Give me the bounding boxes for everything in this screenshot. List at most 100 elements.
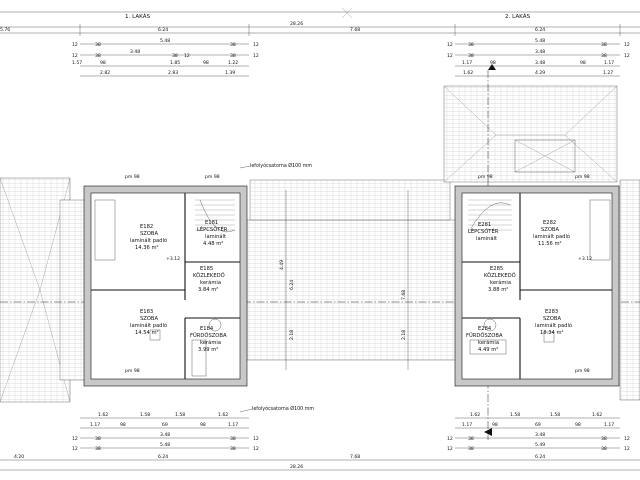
unit1-label: 1. LAKÁS xyxy=(125,13,151,20)
r-r4-a: 1.17 xyxy=(462,60,472,66)
room-E281-name: LÉPCSŐTÉR xyxy=(468,227,499,235)
b-l-r3-a: 12 xyxy=(72,436,78,442)
b-l-r2-b: 98 xyxy=(120,422,126,428)
b-l-r4-a: 12 xyxy=(72,446,78,452)
r-r4-b: 98 xyxy=(490,60,496,66)
l-r5-c: 1.39 xyxy=(225,70,235,76)
b-l-r2-e: 1.17 xyxy=(228,422,238,428)
room-E284-code: E284 xyxy=(478,326,492,332)
room-E182-name: SZOBA xyxy=(140,231,158,237)
l-r4-d: 98 xyxy=(203,60,209,66)
toilet-icon xyxy=(483,318,497,332)
height-mark-right: +3.12 xyxy=(578,256,592,262)
b-r-r3-d: 38 xyxy=(601,436,607,442)
b-r-r1-d: 1.62 xyxy=(592,412,602,418)
downpipe-note-top: lefolyócsatorna Ø100 mm xyxy=(250,162,312,169)
b-r-r2-b: 98 xyxy=(492,422,498,428)
b-r-r1-b: 1.58 xyxy=(510,412,520,418)
room-E183-floor: laminált padló xyxy=(130,322,167,329)
sink-icon xyxy=(543,331,555,343)
unit-1-floor-plan: E182 SZOBA laminált padló 14.36 m² E181 … xyxy=(83,174,248,387)
center-dim-4: 2.18 xyxy=(289,330,295,340)
pm-mark-4: pm 98 xyxy=(478,174,493,180)
l-r3-a: 12 xyxy=(72,53,78,59)
pm-mark-6: pm 98 xyxy=(575,368,590,374)
b-l-r3-c: 3.48 xyxy=(160,432,170,438)
room-E283-area: 18.34 m² xyxy=(540,330,564,336)
b-r-r3-e: 12 xyxy=(624,436,630,442)
r-r2-e: 12 xyxy=(624,42,630,48)
l-r2-e: 12 xyxy=(253,42,259,48)
room-E181-area: 4.48 m² xyxy=(203,241,223,247)
b-l-r4-e: 12 xyxy=(253,446,259,452)
bottom-dimension-chain: 1.62 1.58 1.58 1.62 1.17 98 69 98 1.17 1… xyxy=(0,412,640,471)
room-E184-area: 3.99 m² xyxy=(198,347,218,353)
bathtub-icon xyxy=(469,339,507,355)
b-l-r4-d: 38 xyxy=(230,446,236,452)
b-r-r2-c: 69 xyxy=(535,422,541,428)
b-r-r3-a: 12 xyxy=(447,436,453,442)
room-E185-code: E185 xyxy=(200,266,213,272)
room-E183-code: E183 xyxy=(140,309,153,315)
l-r4-e: 1.22 xyxy=(228,60,238,66)
stair-icon xyxy=(195,199,236,233)
r-r5-a: 1.62 xyxy=(463,70,473,76)
b-r-r4-e: 12 xyxy=(624,446,630,452)
r-r4-d: 98 xyxy=(580,60,586,66)
b-l-r1-b: 1.58 xyxy=(140,412,150,418)
b-r-r4-b: 38 xyxy=(468,446,474,452)
b-r-r4-a: 12 xyxy=(447,446,453,452)
b-r-r2-e: 1.17 xyxy=(604,422,614,428)
r-r5-c: 1.27 xyxy=(603,70,613,76)
unit-2-floor-plan: E282 SZOBA laminált padló 11.56 m² E281 … xyxy=(454,174,620,387)
b-r5-c: 7.68 xyxy=(350,454,360,460)
l-r2-c: 5.48 xyxy=(160,38,170,44)
room-E182-area: 14.36 m² xyxy=(135,245,159,251)
overall-dimension-top: 28.26 xyxy=(290,21,303,27)
center-dim-3: 7.68 xyxy=(401,290,407,300)
b-l-r4-c: 5.48 xyxy=(160,442,170,448)
l-r3-e: 12 xyxy=(184,53,190,59)
b-r5-a: 4.20 xyxy=(14,454,24,460)
bathtub-icon xyxy=(191,339,207,377)
l-r2-a: 12 xyxy=(72,42,78,48)
r-r2-b: 38 xyxy=(468,42,474,48)
pm-mark-1: pm 98 xyxy=(125,174,140,180)
b-l-r2-a: 1.17 xyxy=(90,422,100,428)
height-mark-left: +3.12 xyxy=(166,256,180,262)
top-dim-4: 6.24 xyxy=(535,27,545,33)
room-E283-floor: laminált padló xyxy=(535,322,572,329)
center-height-dims: 4.49 6.24 7.68 2.18 2.18 xyxy=(279,190,409,370)
room-E181-name: LÉPCSŐTÉR xyxy=(197,225,228,233)
b-l-r1-c: 1.58 xyxy=(175,412,185,418)
b-r5-d: 6.24 xyxy=(535,454,545,460)
l-r2-b: 38 xyxy=(95,42,101,48)
room-E185-name: KÖZLEKEDŐ xyxy=(193,272,225,279)
r-r3-a: 12 xyxy=(447,53,453,59)
room-E184-name: FÜRDŐSZOBA xyxy=(190,332,227,339)
b-l-r3-b: 38 xyxy=(95,436,101,442)
l-r3-c: 3.48 xyxy=(130,49,140,55)
b-l-r1-a: 1.62 xyxy=(98,412,108,418)
b-r-r1-c: 1.58 xyxy=(550,412,560,418)
top-dim-2: 6.24 xyxy=(158,27,168,33)
pm-mark-3: pm 98 xyxy=(125,368,140,374)
section-marker-icon xyxy=(488,64,496,70)
top-dim-1: 5.76 xyxy=(0,27,10,33)
b-r-r4-c: 5.49 xyxy=(535,442,545,448)
r-r2-d: 38 xyxy=(601,42,607,48)
b-l-r2-d: 98 xyxy=(200,422,206,428)
room-E181-code: E181 xyxy=(205,220,218,226)
r-r4-e: 1.17 xyxy=(604,60,614,66)
l-r5-a: 2.82 xyxy=(100,70,110,76)
l-r3-f: 38 xyxy=(230,53,236,59)
pm-mark-2: pm 98 xyxy=(205,174,220,180)
r-r3-d: 38 xyxy=(601,53,607,59)
room-E185-floor: kerámia xyxy=(200,279,221,286)
room-E284-area: 4.49 m² xyxy=(478,347,498,353)
b-r5-b: 6.24 xyxy=(158,454,168,460)
b-l-r3-e: 12 xyxy=(253,436,259,442)
r-r3-b: 38 xyxy=(468,53,474,59)
l-r3-d: 38 xyxy=(172,53,178,59)
